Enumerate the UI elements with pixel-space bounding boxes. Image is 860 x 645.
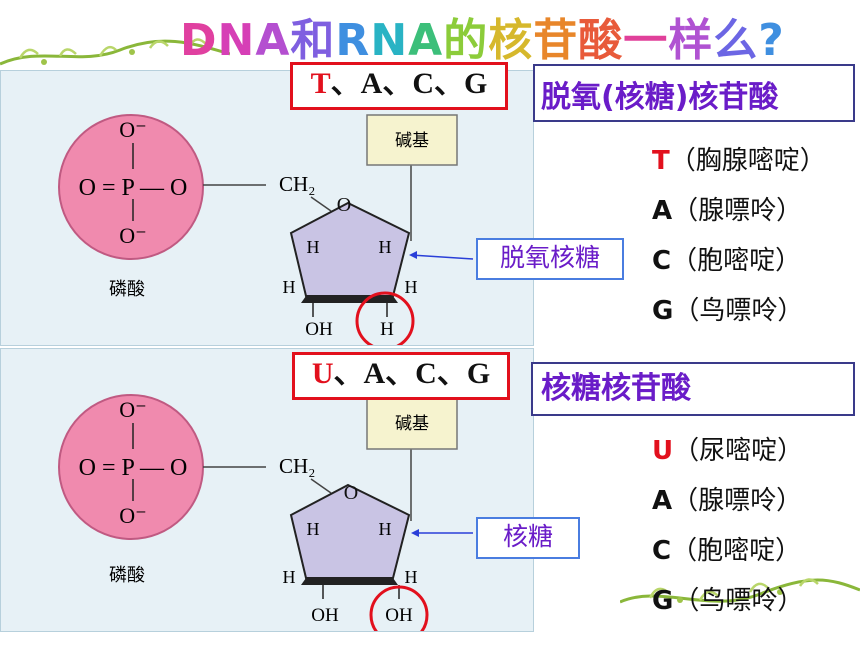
svg-text:H: H	[379, 237, 392, 257]
base-letter: A	[652, 196, 673, 226]
svg-text:H: H	[283, 567, 296, 587]
svg-text:H: H	[405, 277, 418, 297]
dna-nucleotide-diagram: O⁻ O = P — O O⁻ 磷酸 CH₂ O H H H H OH H 碱基	[0, 70, 534, 351]
phosphate-label: 磷酸	[109, 565, 145, 585]
phosphate-o-top: O⁻	[119, 117, 147, 142]
title-char: 么	[713, 15, 759, 66]
title-char: ?	[758, 15, 785, 66]
base-list-item: U（尿嘧啶）	[652, 430, 803, 467]
rna-bases-box: U、A、C、G	[292, 352, 510, 400]
base-box-label: 碱基	[395, 131, 429, 150]
svg-text:H: H	[405, 567, 418, 587]
base-letter: G	[652, 296, 674, 326]
c2-substituent: OH	[385, 605, 413, 626]
title-char: 的	[443, 15, 489, 66]
title-char: D	[180, 15, 218, 66]
dna-other-bases: 、A、C、G	[330, 67, 488, 100]
title-char: A	[255, 15, 291, 66]
title-char: 一	[623, 15, 669, 66]
phosphate-o-top: O⁻	[119, 397, 147, 422]
base-letter: C	[652, 246, 672, 276]
dna-first-base: T	[310, 67, 331, 100]
dna-bases-box: T、A、C、G	[290, 62, 508, 110]
vine-decoration-bottom	[620, 578, 860, 604]
rna-heading: 核糖核苷酸	[531, 362, 855, 416]
title-char: 苷	[533, 15, 579, 66]
base-name: （腺嘌呤）	[672, 486, 803, 516]
title-char: N	[217, 15, 256, 66]
phosphate-formula: O = P — O	[79, 455, 188, 481]
title-char: 和	[290, 15, 336, 66]
ch2-label: CH₂	[279, 172, 316, 196]
dna-heading-text: 脱氧(核糖)核苷酸	[541, 80, 779, 115]
base-name: （胞嘧啶）	[671, 536, 802, 566]
rna-nucleotide-structure: O⁻ O = P — O O⁻ 磷酸 CH₂ O H H H H OH OH 碱…	[58, 394, 473, 645]
base-list-item: G（鸟嘌呤）	[652, 580, 803, 617]
base-letter: G	[652, 586, 674, 616]
base-list-item: A（腺嘌呤）	[652, 480, 802, 517]
title-char: A	[408, 15, 444, 66]
dna-base-list: T（胸腺嘧啶）A（腺嘌呤）C（胞嘧啶）G（鸟嘌呤）	[652, 140, 860, 330]
svg-text:OH: OH	[311, 605, 339, 626]
base-list-item: C（胞嘧啶）	[652, 240, 801, 277]
title-char: 酸	[578, 15, 624, 66]
base-box	[366, 114, 458, 166]
base-box-label: 碱基	[395, 414, 429, 433]
rna-base-list: U（尿嘧啶）A（腺嘌呤）C（胞嘧啶）G（鸟嘌呤）	[652, 430, 860, 630]
phosphate-label: 磷酸	[109, 279, 145, 299]
rna-first-base: U	[311, 357, 334, 390]
title-char: R	[335, 15, 371, 66]
base-name: （鸟嘌呤）	[673, 296, 804, 326]
base-name: （胞嘧啶）	[671, 246, 802, 276]
svg-text:H: H	[307, 237, 320, 257]
rna-sugar-label: 核糖	[476, 517, 580, 559]
base-letter: A	[652, 486, 673, 516]
phosphate-circle	[58, 114, 204, 260]
phosphate-o-bottom: O⁻	[119, 223, 147, 248]
base-name: （胸腺嘧啶）	[669, 146, 826, 176]
base-name: （腺嘌呤）	[672, 196, 803, 226]
title-char: N	[370, 15, 409, 66]
title-char: 核	[488, 15, 534, 66]
ch2-label: CH₂	[279, 454, 316, 478]
svg-text:H: H	[379, 519, 392, 539]
dna-sugar-label: 脱氧核糖	[476, 238, 624, 280]
base-list-item: G（鸟嘌呤）	[652, 290, 803, 327]
base-letter: C	[652, 536, 672, 566]
svg-text:H: H	[307, 519, 320, 539]
dna-heading: 脱氧(核糖)核苷酸	[533, 64, 855, 122]
base-letter: T	[652, 146, 670, 176]
svg-text:H: H	[283, 277, 296, 297]
base-list-item: T（胸腺嘧啶）	[652, 140, 826, 177]
base-list-item: A（腺嘌呤）	[652, 190, 802, 227]
base-list-item: C（胞嘧啶）	[652, 530, 801, 567]
svg-text:O: O	[337, 194, 351, 216]
base-name: （鸟嘌呤）	[673, 586, 804, 616]
base-letter: U	[652, 436, 674, 466]
rna-other-bases: 、A、C、G	[333, 357, 491, 390]
page-title: DNA和RNA的核苷酸一样么?	[180, 4, 784, 66]
phosphate-o-bottom: O⁻	[119, 503, 147, 528]
svg-text:O: O	[344, 482, 358, 504]
dna-nucleotide-structure: O⁻ O = P — O O⁻ 磷酸 CH₂ O H H H H OH H 碱基	[58, 114, 474, 351]
base-name: （尿嘧啶）	[673, 436, 804, 466]
c2-substituent: H	[380, 319, 394, 340]
svg-text:OH: OH	[305, 319, 333, 340]
vine-decoration-top	[0, 38, 230, 66]
phosphate-formula: O = P — O	[79, 175, 188, 201]
title-char: 样	[668, 15, 714, 66]
rna-heading-text: 核糖核苷酸	[541, 371, 691, 406]
